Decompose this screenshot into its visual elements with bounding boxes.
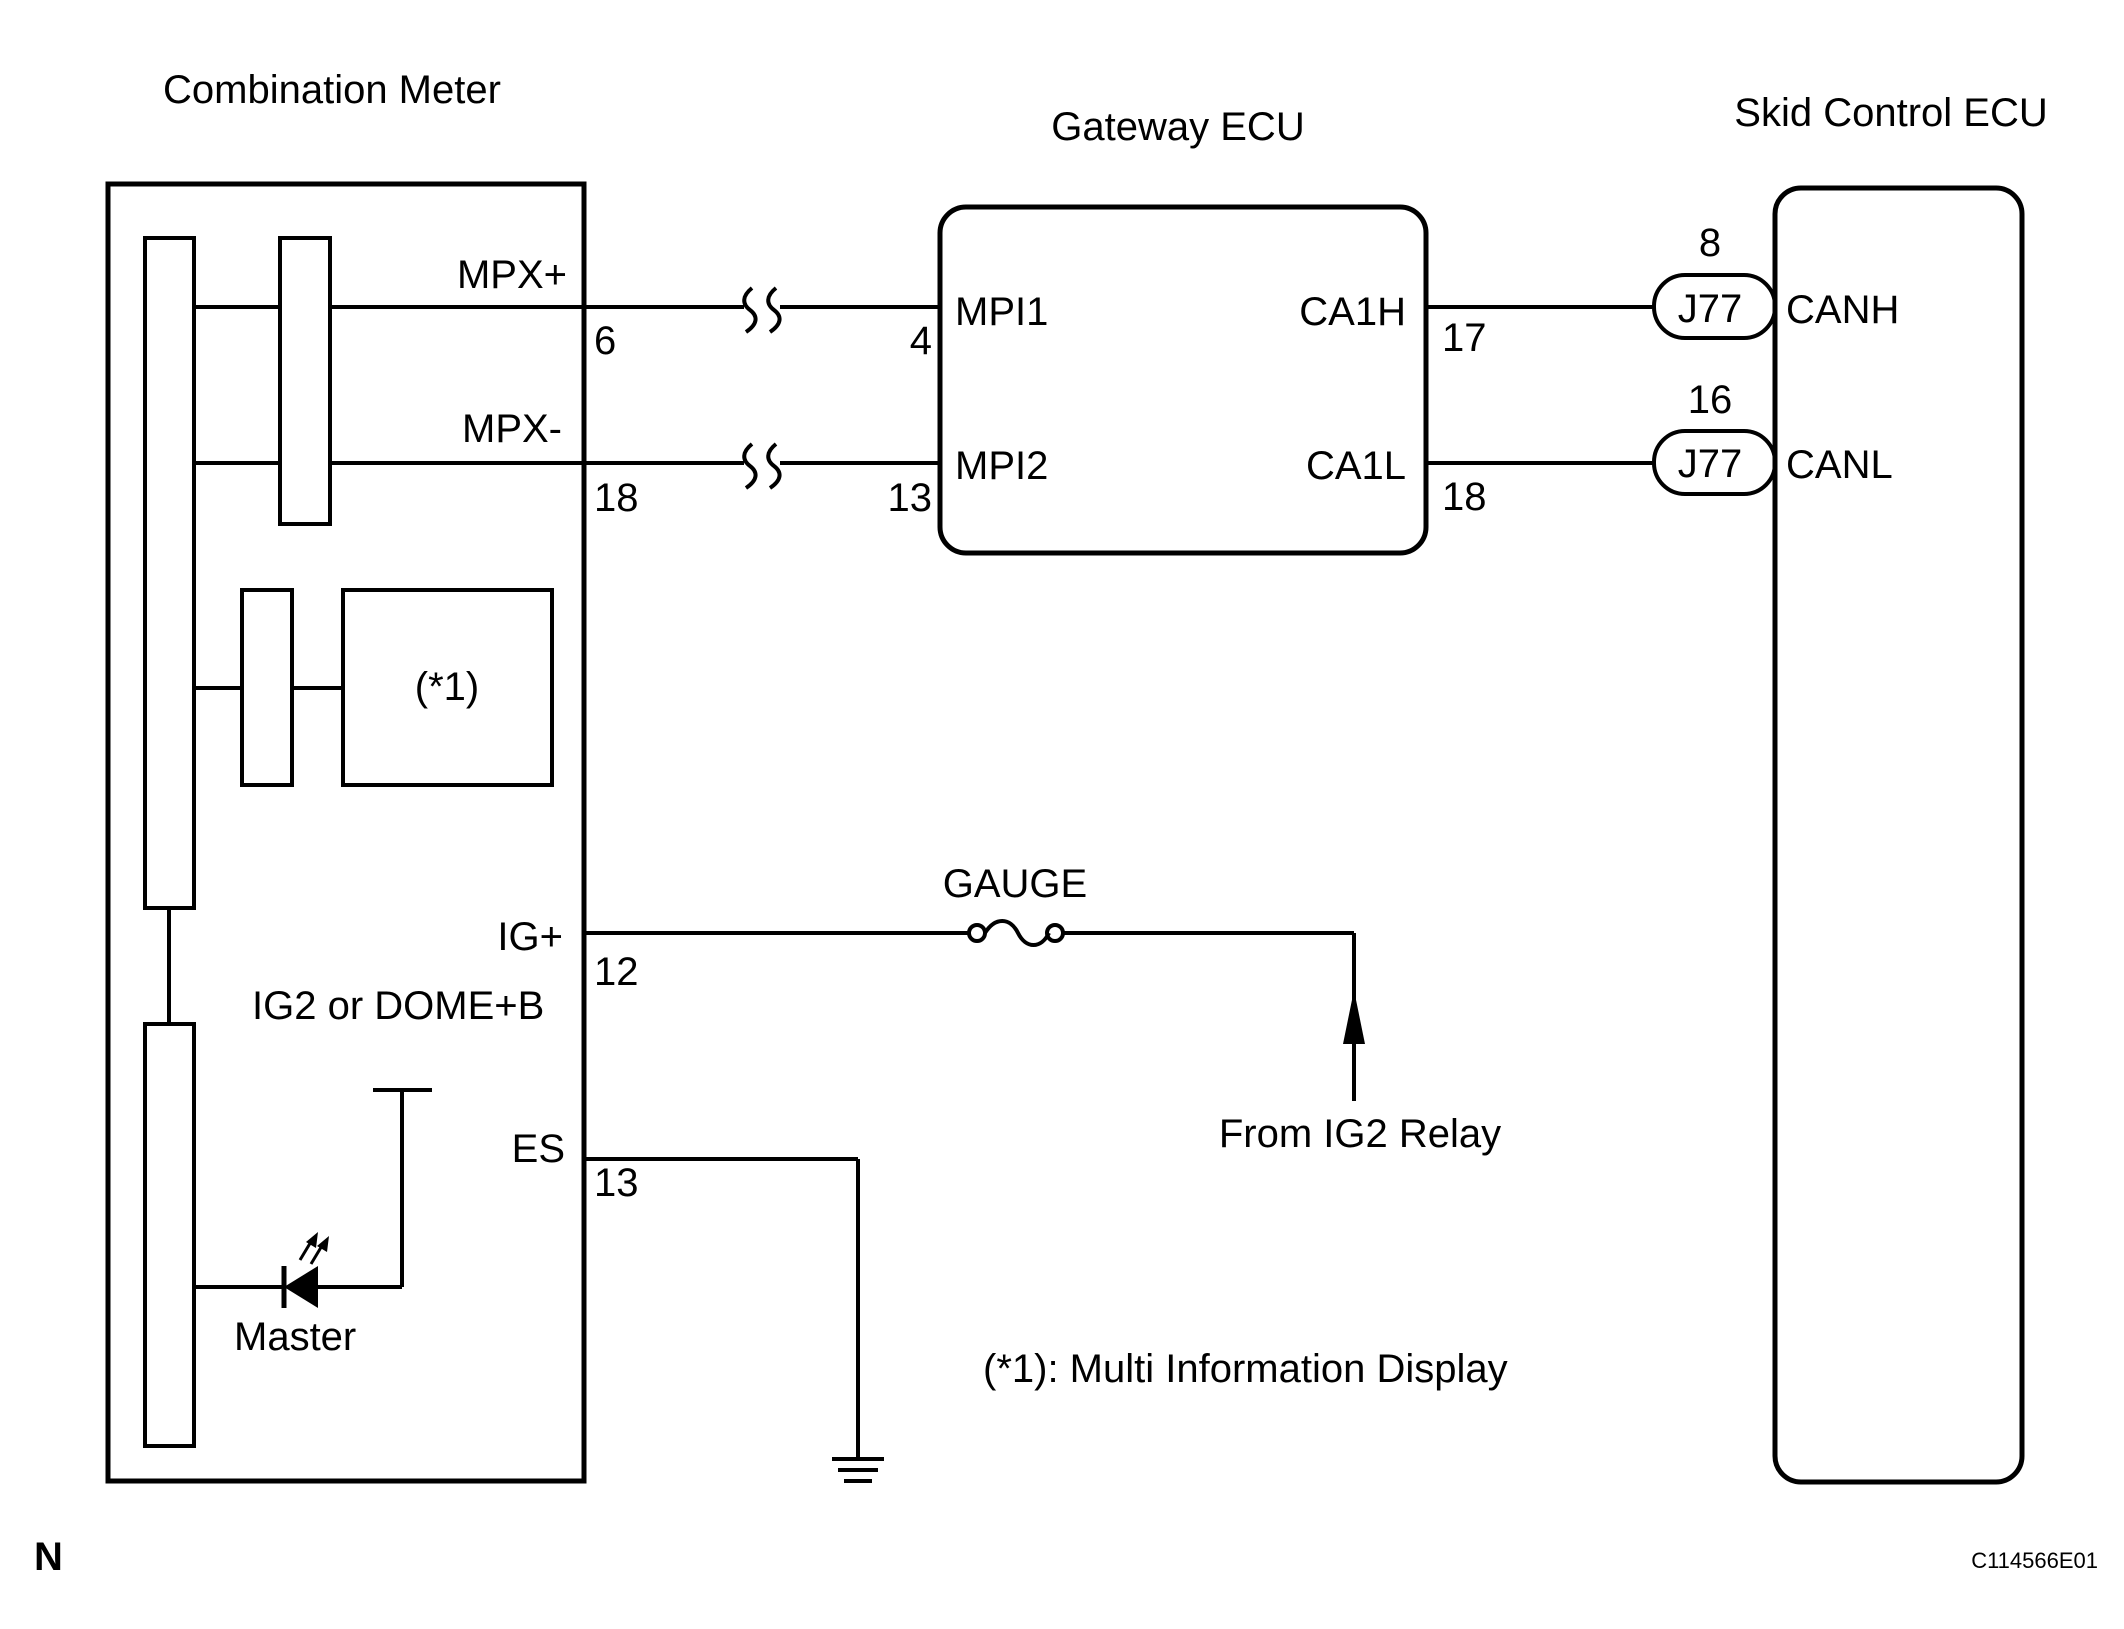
- skid-control-ecu: Skid Control ECU CANH CANL J77 J77 8 16: [1652, 91, 2048, 1485]
- wire-break-icon: [766, 286, 782, 334]
- terminal-ig-plus: IG+: [497, 915, 563, 959]
- gateway-ecu-title: Gateway ECU: [1051, 105, 1304, 149]
- combination-meter-box: [105, 181, 587, 1484]
- gateway-ecu: Gateway ECU MPI1 MPI2 CA1H CA1L: [937, 105, 1429, 556]
- led-light-arrows-icon: [298, 1232, 329, 1265]
- meter-bus-bar-upper: [143, 236, 196, 910]
- wire-break-icon: [742, 442, 758, 490]
- ground-wiring: 13: [584, 1157, 884, 1483]
- footnote: (*1): Multi Information Display: [983, 1347, 1508, 1391]
- combination-meter: Combination Meter (*1) MPX+ MPX- IG+ IG2…: [105, 68, 587, 1484]
- corner-mark: N: [34, 1535, 63, 1579]
- ig-power-wiring: GAUGE From IG2 Relay 12: [584, 862, 1501, 1156]
- meter-display-box: [341, 588, 554, 787]
- terminal-canh: CANH: [1786, 288, 1899, 332]
- pin-mpi1: 4: [910, 319, 932, 363]
- relay-source-label: From IG2 Relay: [1219, 1112, 1501, 1156]
- arrow-up-icon: [1343, 990, 1365, 1044]
- pin-mpx-plus: 6: [594, 319, 616, 363]
- meter-bus-bar-lower: [143, 1022, 196, 1448]
- pin-mpi2: 13: [888, 476, 933, 520]
- meter-display-driver: [240, 588, 294, 787]
- mpx-wiring: 6 18 4 13: [330, 286, 940, 520]
- wire-break-icon: [742, 286, 758, 334]
- pin-mpx-minus: 18: [594, 476, 639, 520]
- pin-canl: 16: [1688, 378, 1733, 422]
- skid-control-ecu-box: [1772, 185, 2025, 1485]
- ground-icon: [832, 1457, 884, 1483]
- terminal-mpi2: MPI2: [955, 444, 1048, 488]
- j77-label-canh: J77: [1678, 287, 1743, 331]
- pin-ig-plus: 12: [594, 950, 639, 994]
- combination-meter-title: Combination Meter: [163, 68, 501, 112]
- fuse-icon: [967, 919, 1065, 947]
- power-source-label: IG2 or DOME+B: [252, 984, 544, 1028]
- terminal-canl: CANL: [1786, 443, 1893, 487]
- terminal-ca1h: CA1H: [1299, 290, 1406, 334]
- pin-ca1l: 18: [1442, 475, 1487, 519]
- gateway-ecu-box: [937, 204, 1429, 556]
- wire-break-icon: [766, 442, 782, 490]
- terminal-mpi1: MPI1: [955, 290, 1048, 334]
- pin-es: 13: [594, 1161, 639, 1205]
- meter-display-box-label: (*1): [415, 665, 479, 709]
- meter-comm-interface: [278, 236, 332, 526]
- can-wiring: 17 18: [1426, 305, 1654, 519]
- terminal-es: ES: [512, 1127, 565, 1171]
- master-led-icon: [284, 1266, 318, 1308]
- figure-code: C114566E01: [1971, 1548, 2098, 1573]
- master-led-label: Master: [234, 1315, 356, 1359]
- fuse-label: GAUGE: [943, 862, 1087, 906]
- terminal-ca1l: CA1L: [1306, 444, 1406, 488]
- terminal-mpx-minus: MPX-: [462, 407, 562, 451]
- pin-ca1h: 17: [1442, 316, 1487, 360]
- pin-canh: 8: [1699, 221, 1721, 265]
- j77-label-canl: J77: [1678, 442, 1743, 486]
- skid-control-ecu-title: Skid Control ECU: [1734, 91, 2047, 135]
- terminal-mpx-plus: MPX+: [457, 253, 567, 297]
